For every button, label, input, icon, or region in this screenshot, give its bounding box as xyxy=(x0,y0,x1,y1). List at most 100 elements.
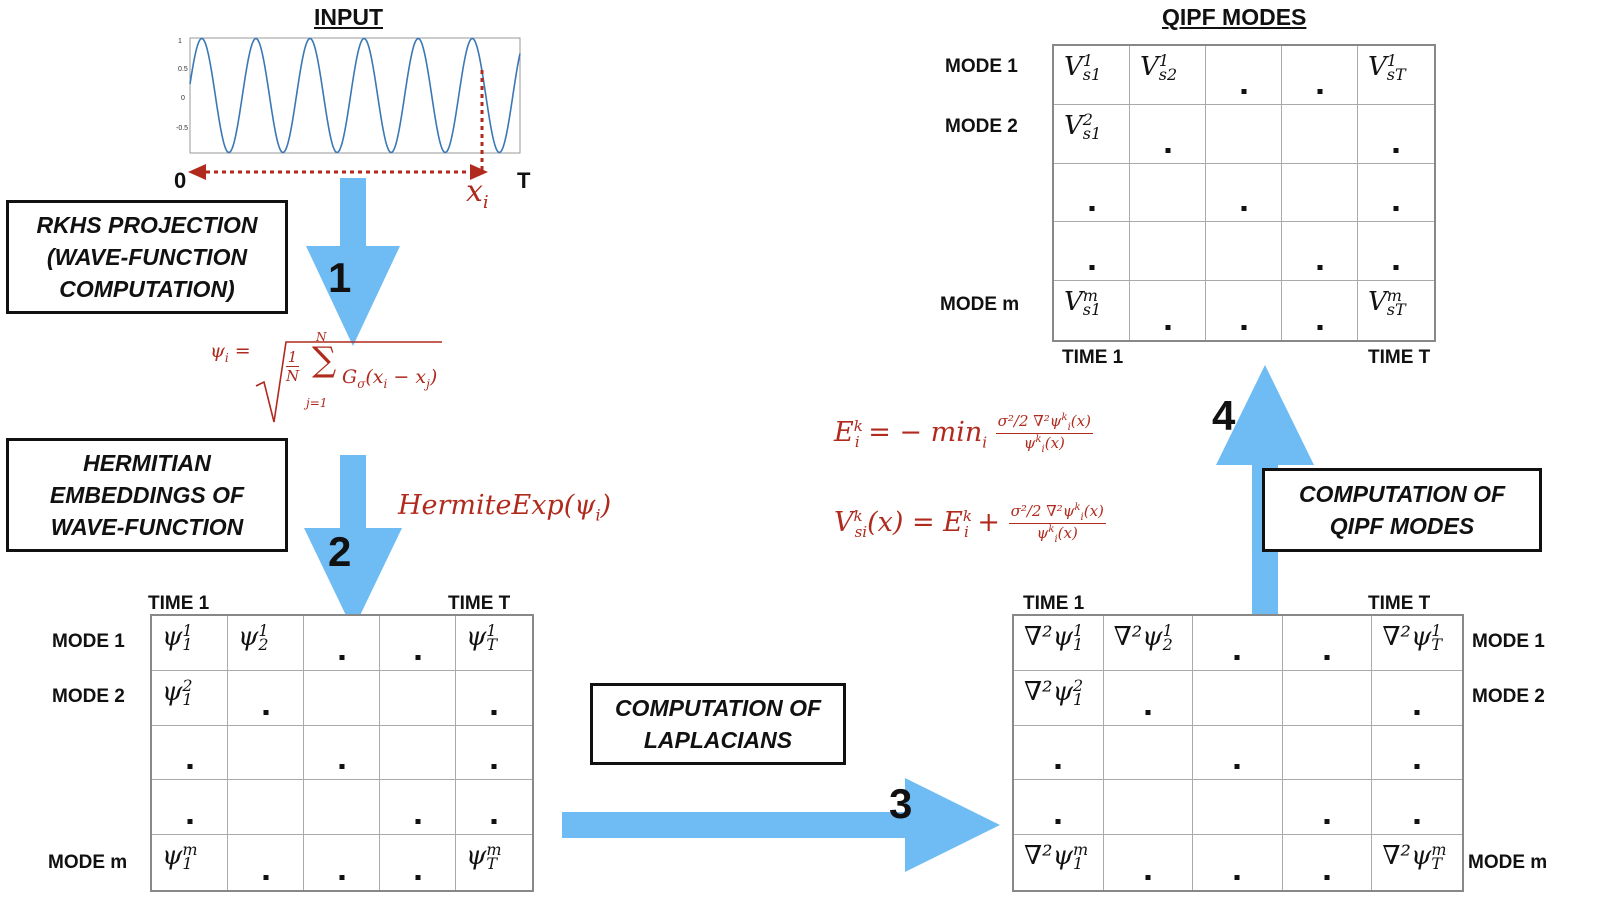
y-tick: -0.5 xyxy=(176,125,188,132)
matrix-cell xyxy=(1282,222,1358,282)
ellipsis-dot xyxy=(187,819,192,825)
matrix-cell xyxy=(1282,104,1358,164)
box-line: QIPF MODES xyxy=(1329,513,1475,539)
ellipsis-dot xyxy=(339,764,344,770)
matrix-cell xyxy=(1014,725,1104,781)
ellipsis-dot xyxy=(1317,265,1322,271)
range-arrow-left-head xyxy=(188,164,206,180)
matrix-cell xyxy=(1358,164,1434,223)
matrix-cell xyxy=(1283,835,1373,890)
matrix-cell xyxy=(1282,616,1373,671)
matrix-cell xyxy=(380,616,456,671)
entry-subscript: T xyxy=(486,854,498,874)
laplacians-box: COMPUTATION OF LAPLACIANS xyxy=(590,683,846,765)
matrix-cell xyxy=(152,780,228,836)
qipf-grid-row-label: MODE m xyxy=(940,294,1020,315)
matrix-cell xyxy=(304,780,380,836)
matrix-cell xyxy=(228,780,304,836)
matrix-cell xyxy=(1193,725,1283,781)
entry-superscript: 1 xyxy=(182,621,193,640)
entry-subscript: 1 xyxy=(182,854,193,874)
matrix-cell xyxy=(1206,46,1282,105)
entry-subscript: s1 xyxy=(1082,65,1102,84)
entry-base: ∇²ψ xyxy=(1113,622,1163,652)
sum-sign: ∑ xyxy=(312,340,337,380)
ellipsis-dot xyxy=(1089,265,1094,271)
arrow-2 xyxy=(304,455,402,630)
psi-grid-col-start: TIME 1 xyxy=(148,593,210,614)
qipf-formula: Vksi(x) = Eki + σ²/2 ∇²ψki(x) ψki(x) xyxy=(834,502,1106,545)
matrix-cell xyxy=(304,670,380,726)
matrix-cell xyxy=(1193,835,1283,890)
matrix-cell xyxy=(1358,222,1434,282)
qipf-computation-box: COMPUTATION OF QIPF MODES xyxy=(1262,468,1542,552)
lap-grid-col-end: TIME T xyxy=(1368,593,1431,614)
psi-grid-row-label: MODE 2 xyxy=(52,686,125,707)
matrix-cell xyxy=(456,671,532,726)
ellipsis-dot xyxy=(263,874,268,880)
entry-base: ψ xyxy=(238,622,259,652)
box-line: RKHS PROJECTION xyxy=(36,212,258,238)
entry-subscript: s2 xyxy=(1158,65,1178,84)
ellipsis-dot xyxy=(1234,874,1240,880)
matrix-cell xyxy=(228,670,304,726)
ellipsis-dot xyxy=(1393,147,1399,153)
matrix-cell xyxy=(380,835,456,890)
matrix-cell xyxy=(1193,670,1283,726)
qipf-grid-row-label: MODE 1 xyxy=(945,56,1018,77)
entry-subscript: 1 xyxy=(1072,854,1084,874)
matrix-cell xyxy=(1014,780,1104,836)
ellipsis-dot xyxy=(1089,206,1094,212)
ellipsis-dot xyxy=(1324,819,1330,825)
matrix-cell xyxy=(1193,616,1283,671)
input-signal-plot: 1 0.5 0 -0.5 xyxy=(176,37,521,180)
matrix-cell xyxy=(1130,281,1206,340)
matrix-cell xyxy=(1054,163,1130,223)
entry-subscript: 1 xyxy=(1072,635,1084,654)
ellipsis-dot xyxy=(1145,874,1151,880)
ellipsis-dot xyxy=(1055,764,1061,770)
matrix-cell xyxy=(380,670,456,726)
matrix-cell xyxy=(304,835,380,890)
ellipsis-dot xyxy=(491,709,497,715)
ellipsis-dot xyxy=(1145,709,1151,715)
ellipsis-dot xyxy=(415,654,420,660)
ellipsis-dot xyxy=(491,819,497,825)
y-tick: 1 xyxy=(178,38,182,45)
rkhs-projection-box: RKHS PROJECTION (WAVE-FUNCTION COMPUTATI… xyxy=(6,200,288,314)
ellipsis-dot xyxy=(1165,147,1170,153)
step-number-2: 2 xyxy=(328,528,352,575)
matrix-cell xyxy=(1372,780,1462,836)
matrix-cell xyxy=(456,780,532,836)
entry-base: V xyxy=(1064,52,1083,82)
qipf-grid-col-start: TIME 1 xyxy=(1062,347,1124,368)
sum-lower: j=1 xyxy=(306,396,328,410)
matrix-cell xyxy=(1282,725,1373,781)
matrix-cell xyxy=(1282,46,1358,105)
lap-grid-row-label: MODE m xyxy=(1468,852,1548,873)
entry-base: V xyxy=(1140,52,1159,82)
box-line: (WAVE-FUNCTION xyxy=(46,244,248,270)
ellipsis-dot xyxy=(1234,764,1240,770)
entry-subscript: 2 xyxy=(258,635,269,654)
psi-grid-col-end: TIME T xyxy=(448,593,511,614)
entry-superscript: m xyxy=(1082,286,1098,306)
ellipsis-dot xyxy=(1324,874,1330,880)
entry-superscript: 1 xyxy=(1158,51,1169,70)
matrix-cell xyxy=(1130,163,1206,223)
matrix-cell xyxy=(1103,780,1194,836)
box-line: COMPUTATION OF xyxy=(614,695,822,721)
ellipsis-dot xyxy=(415,874,420,880)
axis-start-label: 0 xyxy=(174,168,187,193)
